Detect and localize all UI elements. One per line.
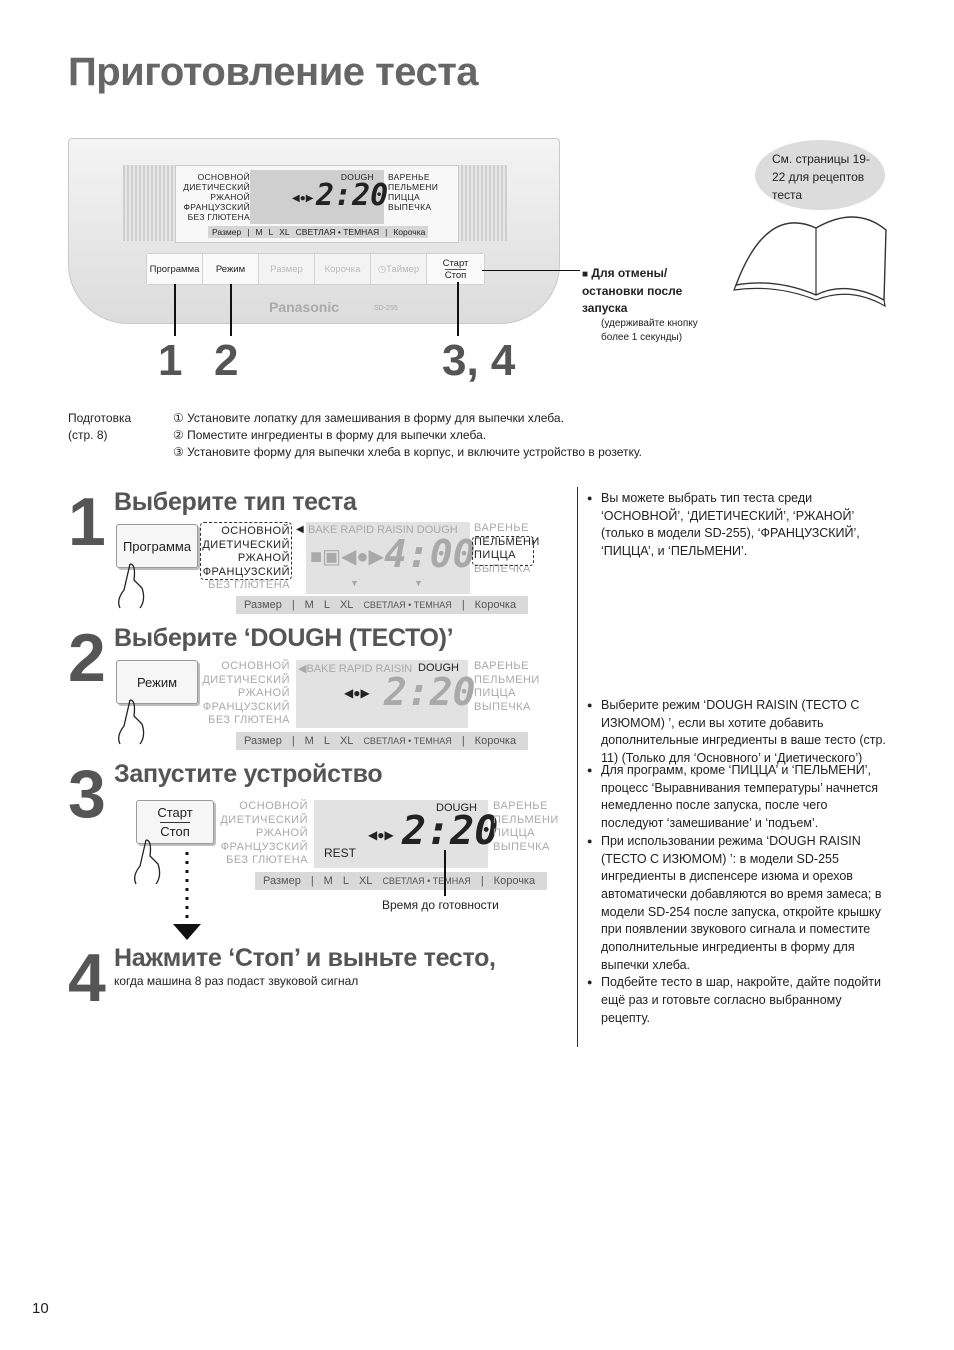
step-2-number: 2 bbox=[68, 620, 106, 696]
column-divider bbox=[577, 487, 578, 1047]
lcd-dough-label: DOUGH bbox=[418, 662, 459, 674]
step-4-title: Нажмите ‘Стоп’ и выньте тесто, bbox=[114, 944, 496, 972]
pointer-line-program bbox=[174, 284, 176, 336]
prep-item: ③ Установите форму для выпечки хлеба в к… bbox=[173, 445, 642, 459]
cancel-note: ■ Для отмены/ остановки после запуска bbox=[582, 266, 683, 315]
step-2-title: Выберите ‘DOUGH (ТЕСТО)’ bbox=[114, 624, 454, 652]
program-key[interactable]: Программа bbox=[116, 524, 198, 568]
recipe-book-icon bbox=[733, 216, 887, 308]
pressing-hand-icon bbox=[134, 839, 161, 885]
callout-1: 1 bbox=[158, 336, 183, 385]
step-1-selection-box bbox=[200, 522, 292, 580]
lcd-time: 2:20 bbox=[316, 178, 389, 213]
step-3-number: 3 bbox=[68, 756, 106, 832]
step-1-title: Выберите тип теста bbox=[114, 488, 357, 516]
cancel-note-detail: (удерживайте кнопку более 1 секунды) bbox=[601, 318, 698, 343]
clock-icon: ◷ bbox=[377, 263, 387, 275]
step-1-right-selection-box bbox=[472, 536, 534, 566]
step-2-menu-left: ОСНОВНОЙ ДИЕТИЧЕСКИЙ РЖАНОЙ ФРАНЦУЗСКИЙ … bbox=[202, 660, 290, 726]
step-3-title: Запустите устройство bbox=[114, 760, 383, 788]
step-1-lcd: BAKE RAPID RAISIN DOUGH ■▣◀●▶ 4:00 ▼ ▼ bbox=[306, 522, 476, 594]
step-3-lcd: DOUGH REST ◀●▶ 2:20 bbox=[314, 800, 498, 868]
step-2-note: Выберите режим ‘DOUGH RAISIN (ТЕСТО С ИЗ… bbox=[587, 697, 887, 768]
model-label: SD-255 bbox=[374, 305, 398, 312]
time-caption: Время до готовности bbox=[382, 898, 499, 912]
step-3-note: Подбейте тесто в шар, накройте, дайте по… bbox=[587, 974, 887, 1027]
program-menu-right: ВАРЕНЬЕ ПЕЛЬМЕНИ ПИЦЦА ВЫПЕЧКА bbox=[388, 172, 439, 212]
lcd-rest-label: REST bbox=[324, 846, 357, 860]
pointer-line-mode bbox=[230, 284, 232, 336]
dotted-down-arrow-icon bbox=[173, 852, 201, 940]
cancel-connector bbox=[482, 270, 580, 271]
lcd-dough-label: DOUGH bbox=[340, 172, 374, 182]
step-3-menu-right: ВАРЕНЬЕ ПЕЛЬМЕНИ ПИЦЦА ВЫПЕЧКА bbox=[493, 800, 559, 853]
raisin-icon: ◀●▶ bbox=[344, 686, 370, 700]
pressing-hand-icon bbox=[118, 563, 145, 609]
step-3-note: При использовании режима ‘DOUGH RAISIN (… bbox=[587, 833, 887, 975]
step-1-number: 1 bbox=[68, 484, 106, 560]
bread-icons: ■▣◀●▶ bbox=[310, 546, 384, 568]
step-4-number: 4 bbox=[68, 940, 106, 1016]
prep-item: ② Поместите ингредиенты в форму для выпе… bbox=[173, 428, 487, 442]
step-1-arrow-icon: ◀ bbox=[296, 524, 304, 535]
raisin-icon: ◀●▶ bbox=[292, 193, 314, 204]
mode-key[interactable]: Режим bbox=[116, 660, 198, 704]
triangle-marker-icon: ▼ bbox=[414, 578, 423, 588]
prep-label: Подготовка (стр. 8) bbox=[68, 411, 132, 442]
callout-3-4: 3, 4 bbox=[442, 336, 516, 385]
step-1-note: Вы можете выбрать тип теста среди ‘ОСНОВ… bbox=[587, 490, 887, 561]
step-4-subtitle: когда машина 8 раз подаст звуковой сигна… bbox=[114, 974, 359, 988]
lcd-frame: ОСНОВНОЙ ДИЕТИЧЕСКИЙ РЖАНОЙ ФРАНЦУЗСКИЙ … bbox=[175, 165, 459, 243]
callout-2: 2 bbox=[214, 336, 239, 385]
page-title: Приготовление теста bbox=[68, 50, 479, 94]
control-panel: ОСНОВНОЙ ДИЕТИЧЕСКИЙ РЖАНОЙ ФРАНЦУЗСКИЙ … bbox=[68, 138, 560, 324]
brand-logo: Panasonic bbox=[269, 299, 340, 315]
crust-button[interactable]: Корочка bbox=[315, 254, 371, 284]
step-2-menu-right: ВАРЕНЬЕ ПЕЛЬМЕНИ ПИЦЦА ВЫПЕЧКА bbox=[474, 660, 540, 713]
step-3-note: Для программ, кроме ‘ПИЦЦА’ и ‘ПЕЛЬМЕНИ’… bbox=[587, 762, 887, 833]
lcd-time: 2:20 bbox=[402, 808, 499, 854]
timer-button[interactable]: ◷Таймер bbox=[371, 254, 427, 284]
page-number: 10 bbox=[32, 1300, 49, 1317]
button-row: Программа Режим Размер Корочка ◷Таймер С… bbox=[146, 253, 485, 285]
raisin-icon: ◀●▶ bbox=[368, 828, 394, 842]
speech-bubble bbox=[755, 140, 885, 210]
lcd-dough-label: DOUGH bbox=[436, 802, 477, 814]
pressing-hand-icon bbox=[118, 699, 145, 745]
step-2-lcd: ◀BAKE RAPID RAISIN DOUGH ◀●▶ 2:20 bbox=[296, 660, 476, 728]
step-1-menu-left: ОСНОВНОЙ ДИЕТИЧЕСКИЙ РЖАНОЙ ФРАНЦУЗСКИЙ … bbox=[202, 525, 290, 591]
lcd-display: DOUGH ◀●▶ 2:20 bbox=[250, 170, 388, 224]
triangle-marker-icon: ▼ bbox=[350, 578, 359, 588]
pointer-line-start bbox=[457, 282, 459, 336]
program-button[interactable]: Программа bbox=[147, 254, 203, 284]
mode-button[interactable]: Режим bbox=[203, 254, 259, 284]
step-3-menu-left: ОСНОВНОЙ ДИЕТИЧЕСКИЙ РЖАНОЙ ФРАНЦУЗСКИЙ … bbox=[220, 800, 308, 866]
program-menu-left: ОСНОВНОЙ ДИЕТИЧЕСКИЙ РЖАНОЙ ФРАНЦУЗСКИЙ … bbox=[183, 172, 250, 222]
step-3-notes: Для программ, кроме ‘ПИЦЦА’ и ‘ПЕЛЬМЕНИ’… bbox=[587, 762, 887, 1028]
prep-item: ① Установите лопатку для замешивания в ф… bbox=[173, 411, 564, 425]
square-bullet-icon: ■ bbox=[582, 269, 589, 280]
time-pointer-line bbox=[444, 850, 446, 896]
size-button[interactable]: Размер bbox=[259, 254, 315, 284]
prep-list: ① Установите лопатку для замешивания в ф… bbox=[173, 410, 733, 461]
book-note: См. страницы 19-22 для рецептов теста bbox=[772, 152, 870, 202]
